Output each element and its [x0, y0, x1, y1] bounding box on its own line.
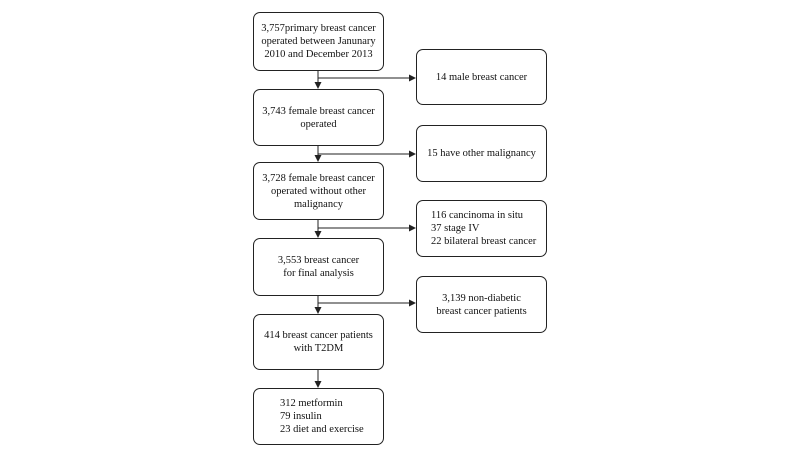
box-no-other-malignancy-line-2: operated without other	[270, 185, 367, 197]
box-non-diabetic-line-2: breast cancer patients	[436, 305, 527, 317]
box-final-analysis-line-2: for final analysis	[283, 268, 354, 279]
box-final-analysis: 3,553 breast cancer for final analysis	[253, 238, 384, 296]
box-no-other-malignancy-line-1: 3,728 female breast cancer	[262, 172, 375, 184]
box-t2dm-line-2: with T2DM	[293, 343, 344, 354]
box-primary-line-3: 2010 and December 2013	[264, 49, 373, 60]
box-female: 3,743 female breast cancer operated	[253, 89, 384, 146]
box-treatment: 312 metformin 79 insulin 23 diet and exe…	[253, 388, 384, 445]
box-male-line-1: 14 male breast cancer	[435, 71, 528, 83]
box-no-other-malignancy-line-3: malignancy	[294, 198, 343, 210]
box-other-malignancy: 15 have other malignancy	[416, 125, 547, 182]
box-female-line-1: 3,743 female breast cancer	[262, 105, 375, 117]
box-treatment-line-2: 79 insulin	[280, 411, 322, 422]
box-excluded-line-1: 116 cancinoma in situ	[431, 210, 524, 221]
box-excluded-line-2: 37 stage IV	[431, 223, 480, 234]
box-other-malignancy-line-1: 15 have other malignancy	[427, 148, 536, 159]
box-final-analysis-line-1: 3,553 breast cancer	[277, 255, 360, 266]
box-t2dm: 414 breast cancer patients with T2DM	[253, 314, 384, 370]
box-treatment-line-3: 23 diet and exercise	[280, 424, 364, 435]
box-treatment-line-1: 312 metformin	[280, 398, 343, 409]
box-primary-line-1: 3,757primary breast cancer	[261, 23, 376, 34]
box-primary-line-2: operated between Janunary	[261, 36, 376, 47]
box-non-diabetic-line-1: 3,139 non-diabetic	[442, 292, 521, 304]
box-female-line-2: operated	[300, 118, 337, 130]
box-primary: 3,757primary breast cancer operated betw…	[253, 12, 384, 71]
box-non-diabetic: 3,139 non-diabetic breast cancer patient…	[416, 276, 547, 333]
box-male: 14 male breast cancer	[416, 49, 547, 105]
box-excluded-line-3: 22 bilateral breast cancer	[431, 236, 537, 247]
box-no-other-malignancy: 3,728 female breast cancer operated with…	[253, 162, 384, 220]
box-excluded: 116 cancinoma in situ 37 stage IV 22 bil…	[416, 200, 547, 257]
box-t2dm-line-1: 414 breast cancer patients	[264, 330, 373, 341]
